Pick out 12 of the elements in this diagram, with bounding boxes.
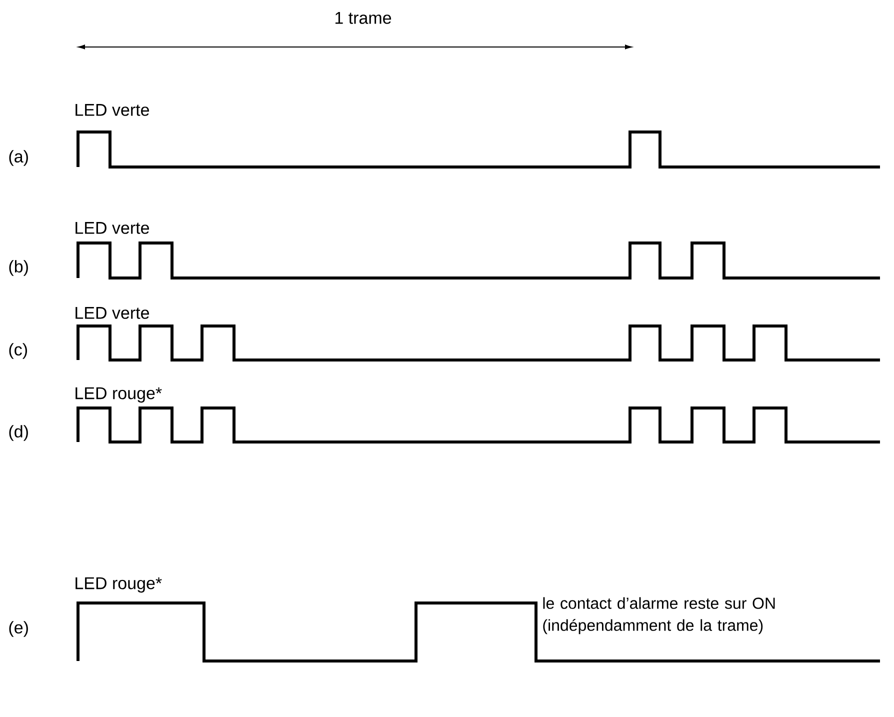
signal-label: LED rouge* bbox=[76, 577, 162, 593]
row-letter: (c) bbox=[9, 343, 27, 359]
signal-label: LED rouge* bbox=[76, 387, 162, 403]
signal-label: LED verte bbox=[76, 222, 150, 234]
row-letter: (d) bbox=[9, 425, 28, 441]
row-letter: (a) bbox=[9, 150, 28, 166]
row-letter: (b) bbox=[9, 260, 28, 276]
signal-label: LED verte bbox=[76, 307, 150, 319]
dimension-label: 1 trame bbox=[336, 12, 392, 24]
note-text: le contact d’alarme reste sur ON (indépendamment de la trame) bbox=[543, 597, 775, 634]
signal-label: LED verte bbox=[76, 104, 150, 116]
row-letter: (e) bbox=[9, 621, 28, 637]
